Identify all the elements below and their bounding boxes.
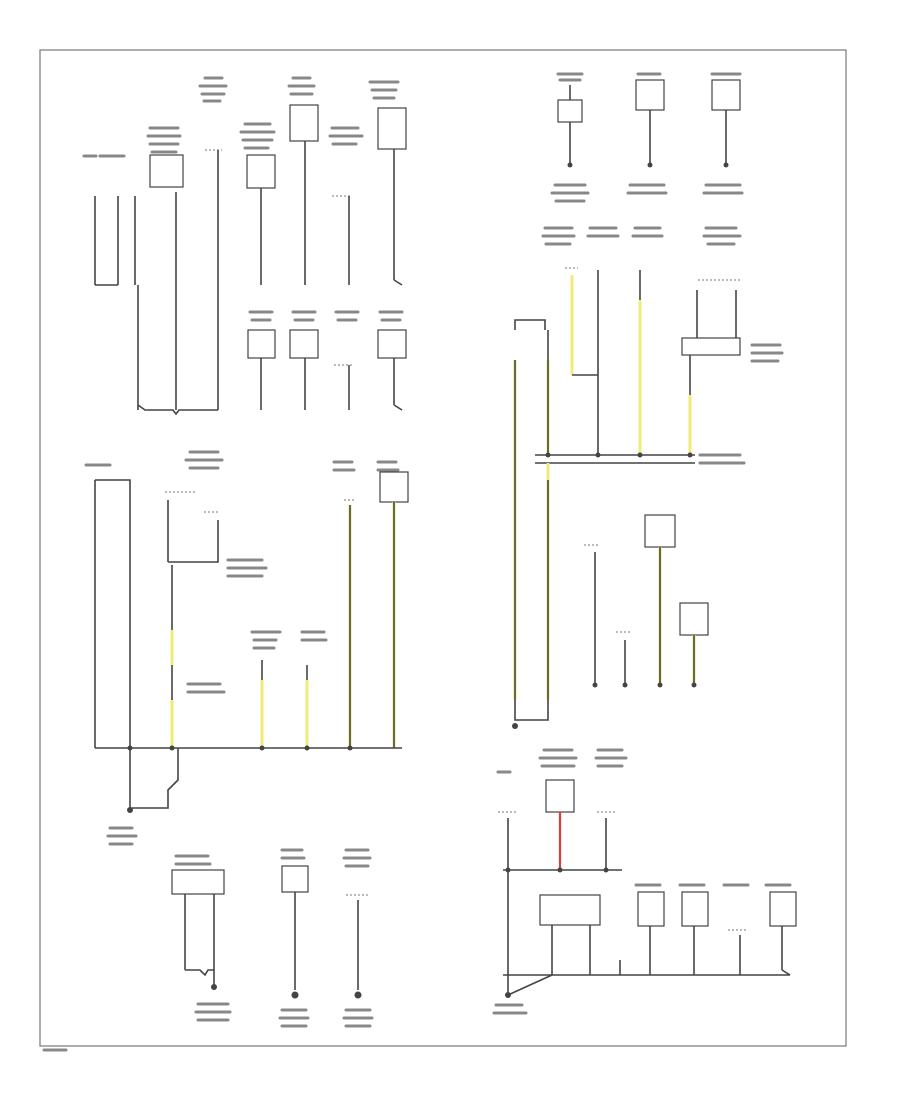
connector-box xyxy=(377,107,407,150)
connector-box xyxy=(769,891,797,927)
connector-box xyxy=(681,337,741,356)
connector-box xyxy=(149,154,184,188)
component-labels-top-right xyxy=(541,72,784,465)
connector-box xyxy=(635,79,665,111)
section-top-left xyxy=(82,76,407,416)
connector-box xyxy=(246,154,276,189)
ground-point xyxy=(512,723,518,729)
section-bottom-right xyxy=(492,748,797,1015)
ground-label xyxy=(106,826,138,846)
connector-box xyxy=(637,891,665,927)
connector-box xyxy=(281,865,309,893)
connector-box xyxy=(289,104,319,142)
connector-box xyxy=(289,329,319,359)
connector-box xyxy=(679,602,709,636)
ground-point xyxy=(127,807,133,813)
connector-box xyxy=(681,891,709,927)
component-labels-bottom-right xyxy=(492,748,792,1015)
ground-point xyxy=(505,992,511,998)
connector-box xyxy=(247,329,276,359)
connector-box xyxy=(377,329,407,359)
section-middle-left xyxy=(84,450,409,846)
section-top-right xyxy=(512,72,784,729)
connector-box xyxy=(539,894,601,926)
connector-box xyxy=(171,869,225,895)
connector-box xyxy=(711,79,741,111)
component-labels-top-left xyxy=(82,76,400,158)
connector-box xyxy=(545,779,575,813)
component-labels-row2 xyxy=(248,310,404,322)
component-labels-bottom-left xyxy=(174,848,374,1028)
diagram-frame xyxy=(39,49,847,1047)
connector-box xyxy=(557,99,583,123)
section-bottom-left xyxy=(171,848,374,1028)
connector-box xyxy=(644,514,676,548)
component-labels-middle-left xyxy=(84,450,400,694)
connector-box xyxy=(379,471,409,503)
